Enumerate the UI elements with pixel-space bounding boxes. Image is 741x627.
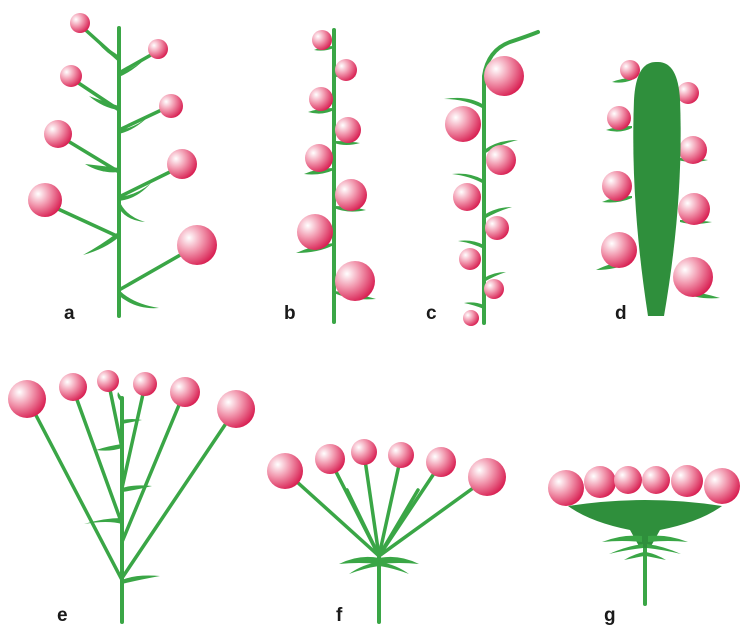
flower: [59, 373, 87, 401]
flower: [97, 370, 119, 392]
flower: [677, 82, 699, 104]
flower: [312, 30, 332, 50]
flower: [445, 106, 481, 142]
flower: [297, 214, 333, 250]
flower: [148, 39, 168, 59]
flower: [335, 261, 375, 301]
flower: [167, 149, 197, 179]
flower: [217, 390, 255, 428]
flower: [44, 120, 72, 148]
panel-d: d: [596, 60, 720, 324]
bract: [646, 552, 666, 560]
flower: [60, 65, 82, 87]
flower: [335, 179, 367, 211]
bract: [119, 183, 151, 201]
pedicel: [122, 393, 184, 542]
panel-label: c: [426, 303, 437, 324]
flower: [673, 257, 713, 297]
flower: [642, 466, 670, 494]
panel-f: f: [267, 439, 506, 626]
flower: [170, 377, 200, 407]
flower: [704, 468, 740, 504]
panel-label: a: [64, 303, 75, 324]
flower: [463, 310, 479, 326]
flower: [453, 183, 481, 211]
panel-e: e: [8, 370, 255, 626]
bract: [122, 576, 160, 585]
flower: [484, 56, 524, 96]
flower: [159, 94, 183, 118]
bract: [349, 562, 379, 574]
pedicel: [122, 410, 235, 578]
flower: [388, 442, 414, 468]
flower: [486, 145, 516, 175]
panel-label: g: [604, 605, 616, 626]
bract: [83, 233, 119, 255]
bract: [458, 241, 484, 250]
receptacle: [568, 500, 722, 548]
panel-c: c: [426, 32, 538, 326]
flower: [671, 465, 703, 497]
panel-label: b: [284, 303, 296, 324]
flower: [601, 232, 637, 268]
flower: [614, 466, 642, 494]
flower: [548, 470, 584, 506]
bract: [97, 42, 119, 60]
flower: [309, 87, 333, 111]
bract: [122, 419, 142, 424]
bract: [96, 444, 122, 451]
flower: [620, 60, 640, 80]
bract: [624, 552, 644, 560]
flower: [426, 447, 456, 477]
flower: [335, 117, 361, 143]
flower: [679, 136, 707, 164]
bract: [379, 562, 409, 574]
bract: [452, 174, 484, 184]
flower: [607, 106, 631, 130]
flower: [267, 453, 303, 489]
pedicel: [286, 472, 379, 556]
bract: [648, 536, 688, 542]
bract: [379, 557, 419, 564]
flower: [468, 458, 506, 496]
flower: [584, 466, 616, 498]
flower: [8, 380, 46, 418]
flower: [678, 193, 710, 225]
panel-g: g: [548, 465, 740, 626]
flower: [485, 216, 509, 240]
flower: [70, 13, 90, 33]
flower: [305, 144, 333, 172]
panel-label: d: [615, 303, 627, 324]
flower: [315, 444, 345, 474]
bract: [339, 557, 379, 564]
bract: [609, 544, 643, 554]
bract: [122, 485, 152, 492]
flower: [133, 372, 157, 396]
flower: [484, 279, 504, 299]
bract: [647, 544, 681, 554]
bract: [117, 200, 145, 222]
bract: [85, 164, 119, 172]
panel-b: b: [284, 30, 376, 324]
flower: [335, 59, 357, 81]
flower: [602, 171, 632, 201]
bract: [117, 290, 159, 308]
flower: [28, 183, 62, 217]
flower: [459, 248, 481, 270]
bract: [464, 302, 484, 309]
panel-label: f: [336, 605, 343, 626]
flower: [351, 439, 377, 465]
panel-a: a: [28, 13, 217, 324]
panel-label: e: [57, 605, 68, 626]
bract: [602, 536, 642, 542]
pedicel: [122, 385, 145, 488]
flower: [177, 225, 217, 265]
